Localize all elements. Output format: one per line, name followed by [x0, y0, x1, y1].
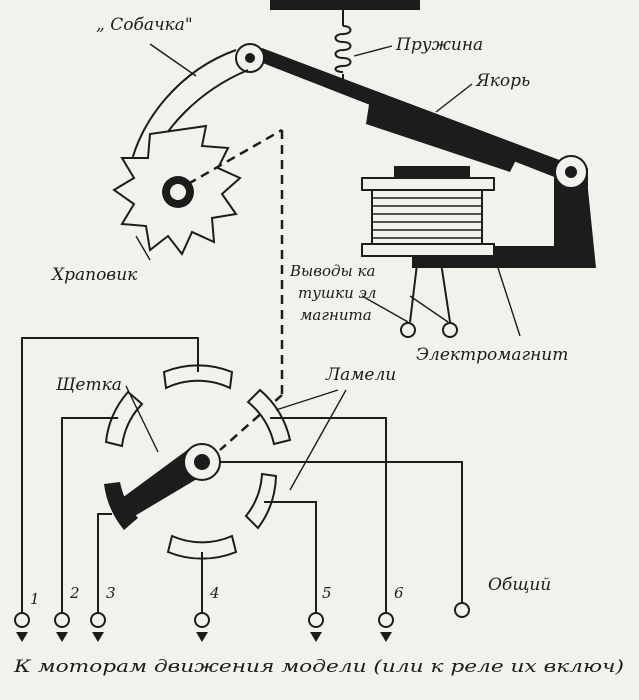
lamella-lower-right	[244, 472, 278, 530]
electromagnet	[361, 155, 596, 338]
label-spring: Пружина	[395, 35, 483, 55]
terminal-label-5: 5	[322, 584, 332, 602]
brush-arm	[114, 443, 221, 520]
label-coil-leads-3: магнита	[300, 306, 372, 324]
ratchet-wheel	[112, 124, 242, 256]
label-coil-leads-2: тушки эл	[298, 284, 376, 302]
label-lamellae: Ламели	[325, 365, 396, 385]
terminal-2	[54, 612, 70, 642]
terminal-4	[194, 612, 210, 642]
terminal-label-2: 2	[69, 584, 80, 602]
terminal-label-4: 4	[209, 584, 220, 602]
wiring	[21, 337, 463, 618]
label-dog: „ Собачка"	[96, 15, 193, 35]
label-brush: Щетка	[55, 375, 122, 395]
lamella-upper-left	[104, 390, 144, 448]
terminals	[14, 602, 470, 642]
terminal-6	[378, 612, 394, 642]
label-ratchet: Храповик	[50, 265, 138, 285]
terminal-label-6: 6	[394, 584, 404, 602]
label-armature: Якорь	[475, 71, 530, 91]
armature-lever	[235, 43, 570, 180]
leader-lines	[125, 43, 521, 491]
lamella-top	[162, 364, 234, 390]
lamella-bottom	[166, 534, 238, 560]
terminal-common	[454, 602, 470, 618]
spring	[334, 10, 352, 86]
label-common: Общий	[488, 575, 551, 595]
dashed-linkage	[187, 128, 284, 451]
label-electromagnet: Электромагнит	[416, 345, 568, 365]
ceiling-mount	[270, 0, 420, 10]
footer-caption: К моторам движения модели (или к реле их…	[13, 657, 624, 677]
label-coil-leads-1: Выводы ка	[289, 262, 375, 280]
terminal-label-3: 3	[106, 584, 116, 602]
terminal-5	[308, 612, 324, 642]
lamella-ring	[104, 364, 292, 560]
terminal-1	[14, 612, 30, 642]
terminal-3	[90, 612, 106, 642]
lamella-upper-right	[246, 388, 292, 446]
terminal-label-1: 1	[30, 590, 40, 608]
